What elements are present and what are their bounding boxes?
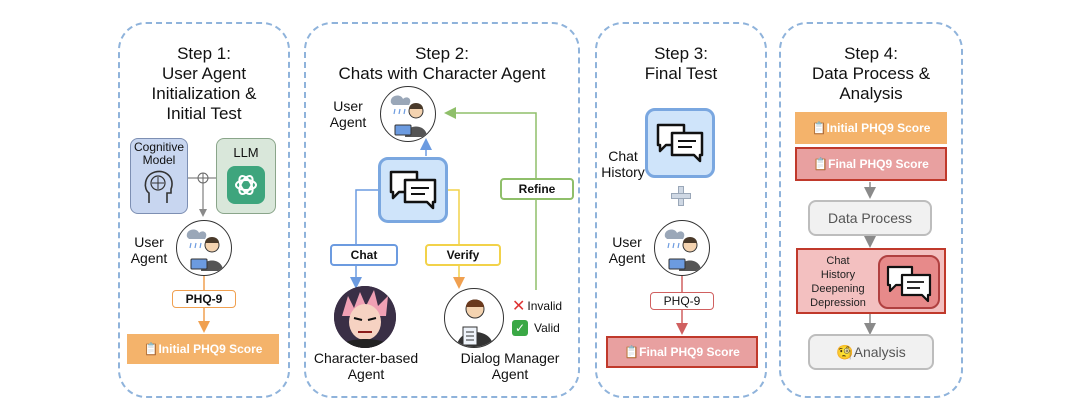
anime-character-icon xyxy=(334,286,396,348)
analysis-box: 🧐Analysis xyxy=(808,334,934,370)
verify-tag: Verify xyxy=(425,244,501,266)
character-agent-avatar xyxy=(334,286,396,348)
check-mark-icon: ✓ xyxy=(512,320,528,336)
step3-phq9-tag: PHQ-9 xyxy=(650,292,714,310)
step1-user-agent-avatar xyxy=(176,220,232,276)
step2-title: Step 2:Chats with Character Agent xyxy=(338,44,546,83)
step1-panel xyxy=(118,22,290,398)
chat-icon xyxy=(389,170,437,210)
plus-icon xyxy=(671,186,691,206)
depressed-user-icon xyxy=(664,229,701,271)
chat-icon xyxy=(886,265,932,303)
step3-title: Step 3:Final Test xyxy=(644,44,718,83)
step3-final-score: 📋Final PHQ9 Score xyxy=(606,336,758,368)
valid-row: ✓ Valid xyxy=(512,320,560,336)
invalid-row: ✕ Invalid xyxy=(512,296,562,316)
valid-label: Valid xyxy=(534,321,560,335)
depressed-user-icon xyxy=(186,229,223,271)
step4-title: Step 4:Data Process &Analysis xyxy=(811,44,931,103)
step3-user-agent-avatar xyxy=(654,220,710,276)
step1-phq9-tag: PHQ-9 xyxy=(172,290,236,308)
chat-tag: Chat xyxy=(330,244,398,266)
step2-panel xyxy=(304,22,580,398)
data-process-box: Data Process xyxy=(808,200,932,236)
depressed-user-icon xyxy=(390,95,427,137)
brain-head-icon xyxy=(144,170,173,203)
dialog-manager-avatar xyxy=(444,288,504,348)
refine-tag: Refine xyxy=(500,178,574,200)
chatgpt-logo-icon xyxy=(227,166,265,204)
step3-chat-bubble xyxy=(645,108,715,178)
llm-box: LLM xyxy=(216,138,276,214)
step4-panel xyxy=(779,22,963,398)
invalid-label: Invalid xyxy=(527,299,563,313)
step1-initial-score: 📋Initial PHQ9 Score xyxy=(127,334,279,364)
chat-icon xyxy=(656,123,704,163)
step4-final-score: 📋Final PHQ9 Score xyxy=(795,147,947,181)
step2-user-agent-avatar xyxy=(380,86,436,142)
step4-initial-score: 📋Initial PHQ9 Score xyxy=(795,112,947,144)
manager-icon xyxy=(457,299,493,347)
step2-chat-bubble xyxy=(378,157,448,223)
llm-label: LLM xyxy=(233,145,259,160)
step3-panel xyxy=(595,22,767,398)
cross-mark-icon: ✕ xyxy=(512,298,526,315)
step4-chat-bubble xyxy=(878,255,940,309)
